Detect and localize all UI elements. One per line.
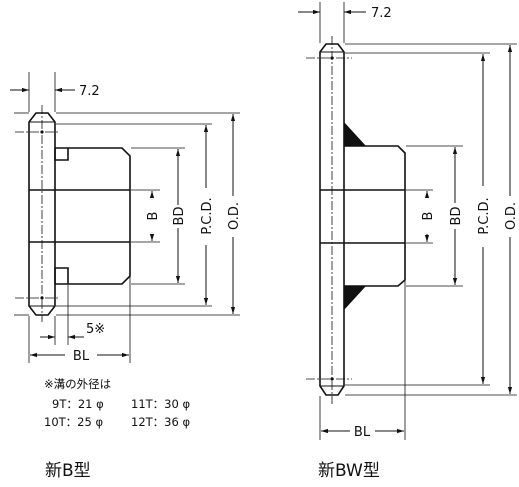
- groove-note-11t: 11T：30 φ: [131, 397, 190, 411]
- right-dim-od: O.D.: [504, 202, 519, 230]
- sprocket-bw-type-drawing: 7.2 B BD P.C.D. O.D. BL 新BW型: [298, 2, 519, 481]
- groove-note-10t: 10T：25 φ: [44, 415, 103, 429]
- groove-note-12t: 12T：36 φ: [131, 415, 190, 429]
- groove-note-9t: 9T：21 φ: [52, 397, 104, 411]
- left-caption: 新B型: [45, 461, 91, 481]
- right-caption: 新BW型: [318, 461, 380, 481]
- left-dim-pcd: P.C.D.: [200, 197, 215, 234]
- right-dim-pcd: P.C.D.: [477, 197, 492, 234]
- right-dim-thickness: 7.2: [371, 6, 392, 21]
- left-dim-groove: 5※: [86, 322, 105, 337]
- left-dim-bd: BD: [172, 207, 187, 226]
- sprocket-b-type-drawing: 7.2 B BD P.C.D. O.D. 5※: [10, 72, 242, 481]
- right-dim-bd: BD: [449, 207, 464, 226]
- left-dim-bl: BL: [73, 349, 90, 364]
- groove-note-title: ※溝の外径は: [44, 377, 111, 391]
- left-dim-od: O.D.: [227, 202, 242, 230]
- right-dim-b: B: [421, 212, 436, 221]
- left-dim-thickness: 7.2: [79, 84, 100, 99]
- right-dim-bl: BL: [354, 425, 371, 440]
- left-dim-b: B: [146, 212, 161, 221]
